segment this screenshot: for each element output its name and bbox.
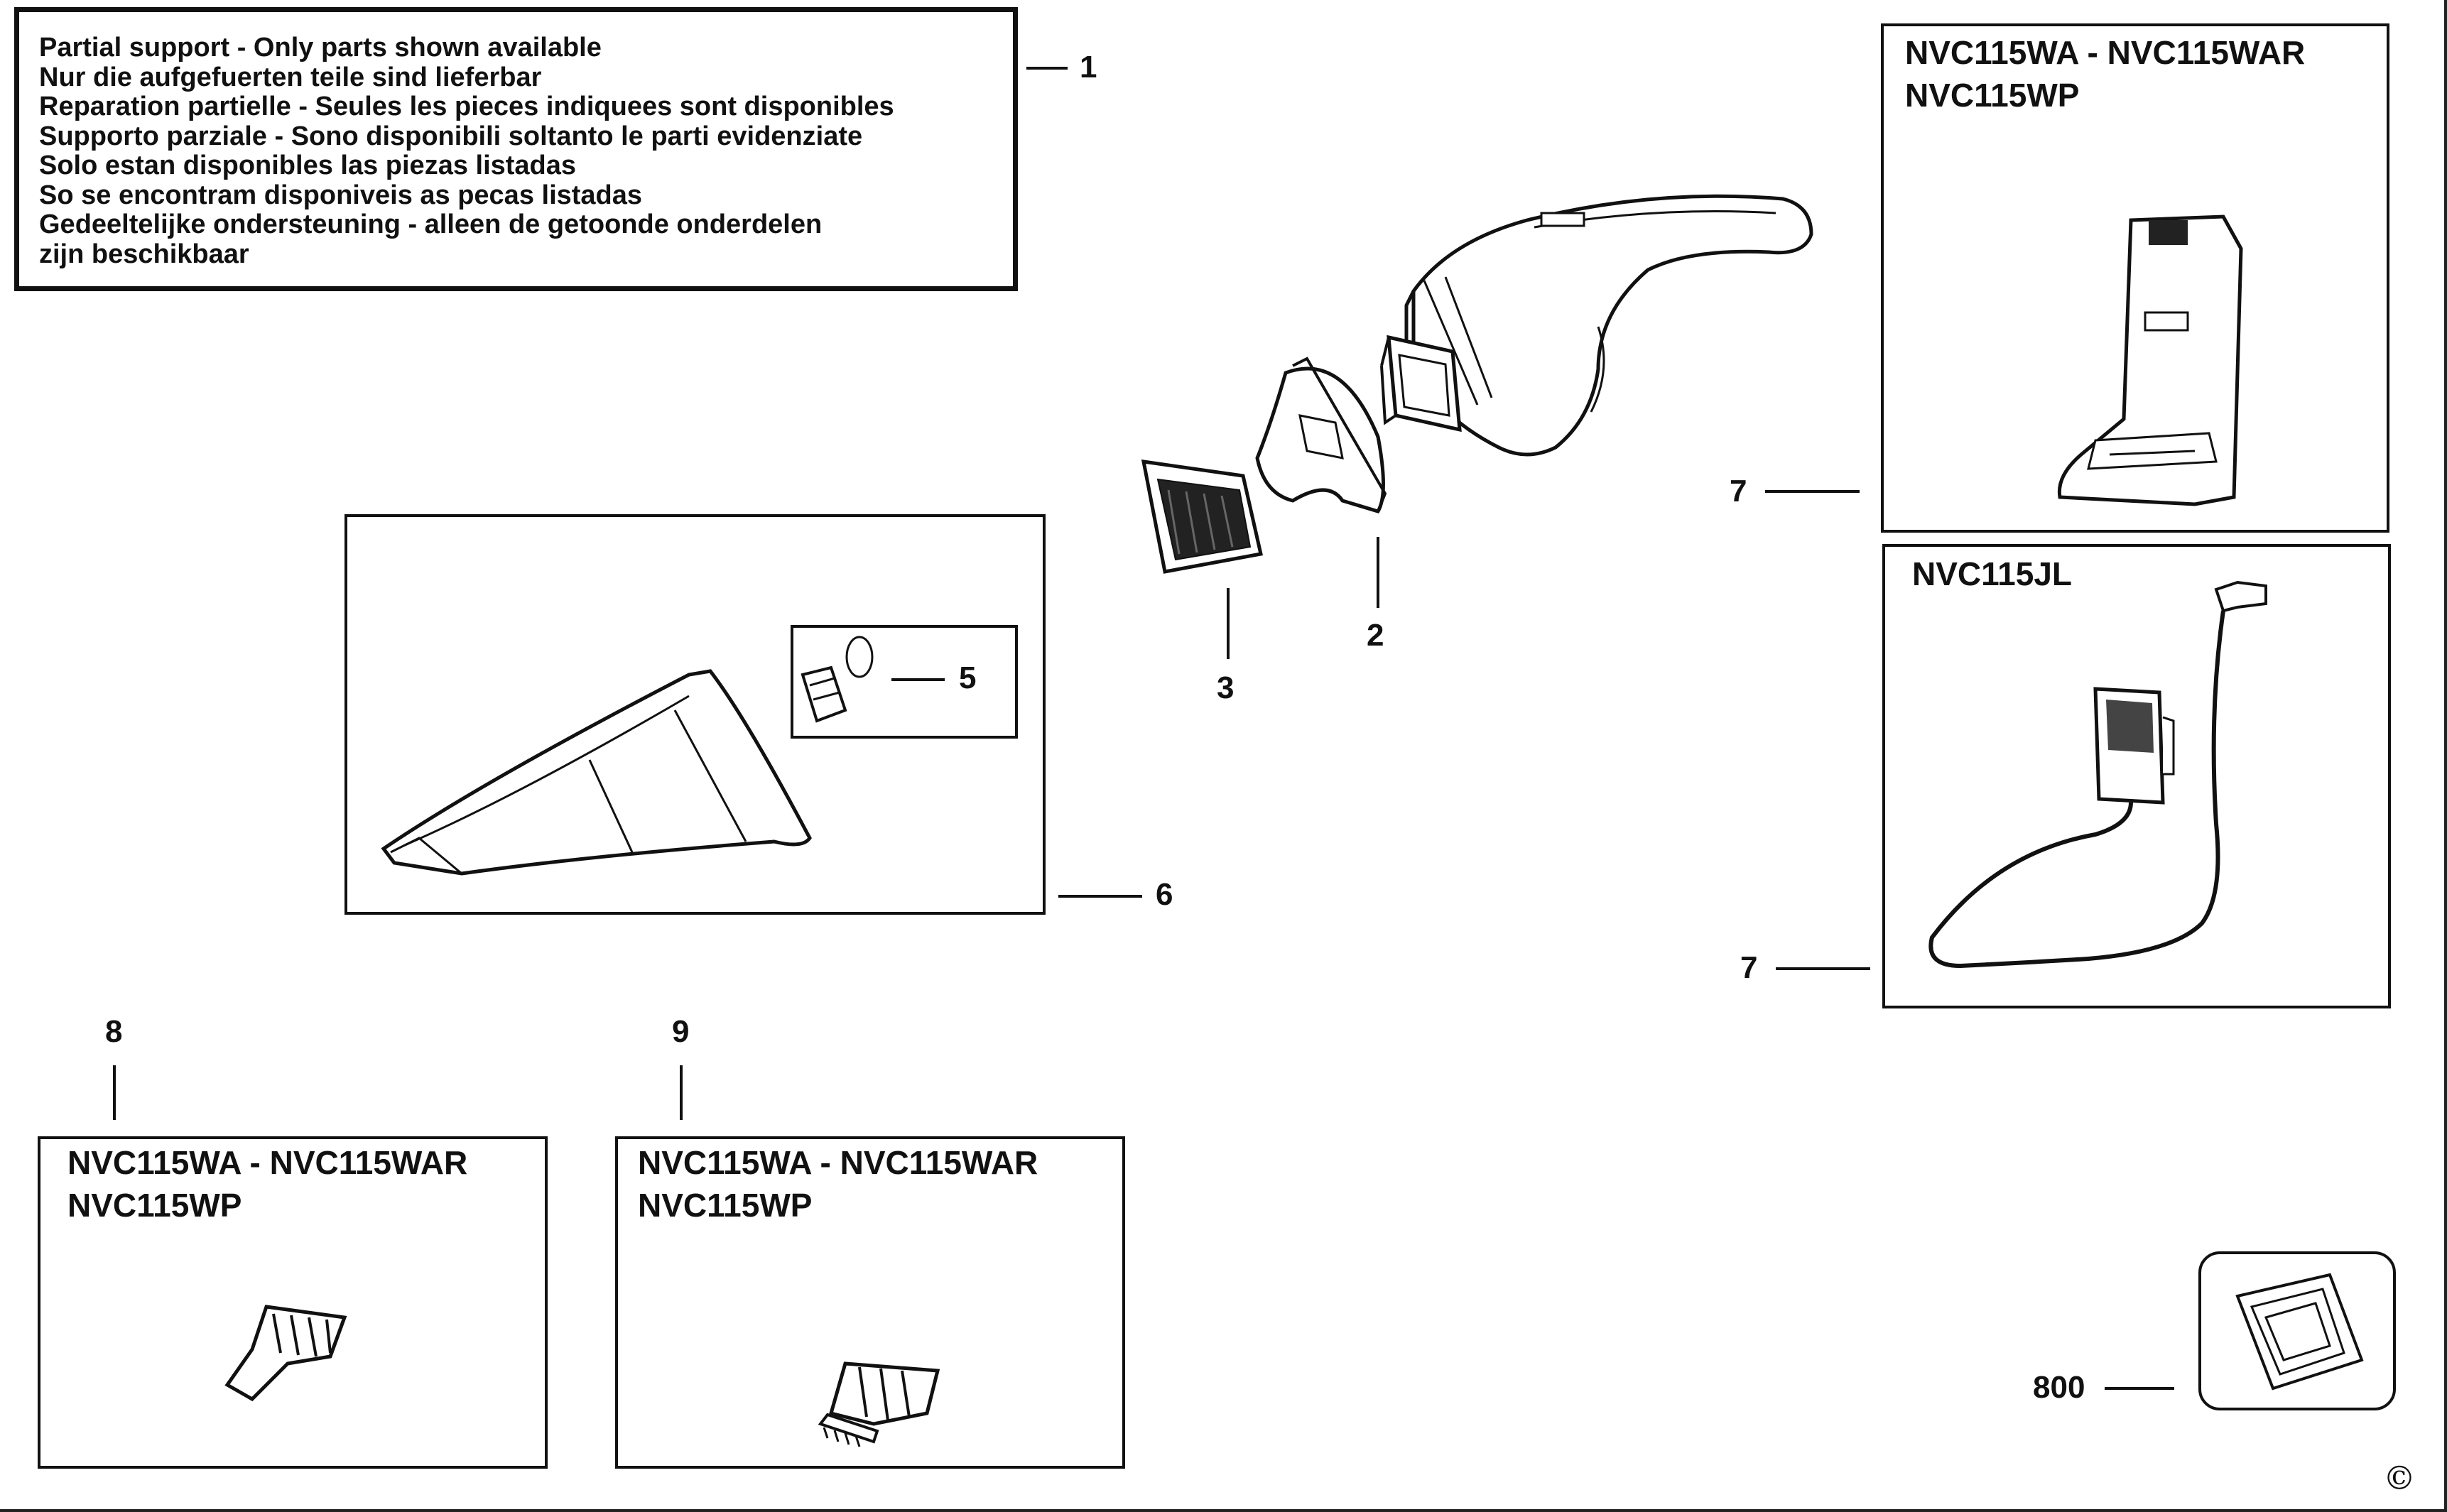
motor-nozzle-illustration bbox=[1380, 335, 1462, 433]
model-label: NVC115WA - NVC115WAR bbox=[1905, 34, 2306, 71]
leader-line bbox=[891, 678, 945, 681]
model-label: NVC115WP bbox=[638, 1187, 813, 1224]
charging-base-illustration bbox=[2057, 214, 2243, 506]
model-label: NVC115WP bbox=[1905, 77, 2080, 114]
charger-adapter-illustration bbox=[1928, 580, 2267, 969]
brush-tool-illustration bbox=[818, 1361, 940, 1447]
callout-7: 7 bbox=[1730, 474, 1747, 508]
vacuum-body-illustration bbox=[1404, 194, 1813, 457]
notice-line: Partial support - Only parts shown avail… bbox=[39, 33, 602, 62]
callout-800: 800 bbox=[2033, 1370, 2085, 1405]
notice-line: So se encontram disponiveis as pecas lis… bbox=[39, 180, 643, 210]
leader-line bbox=[1776, 967, 1870, 970]
notice-lines: Partial support - Only parts shown avail… bbox=[39, 33, 894, 269]
filter-illustration bbox=[1141, 459, 1264, 574]
model-label: NVC115WA - NVC115WAR bbox=[67, 1144, 468, 1181]
notice-line: Gedeeltelijke ondersteuning - alleen de … bbox=[39, 210, 823, 239]
leader-line bbox=[680, 1065, 683, 1120]
callout-8: 8 bbox=[105, 1014, 123, 1049]
leader-line bbox=[113, 1065, 116, 1120]
crevice-tool-box bbox=[38, 1136, 548, 1469]
leader-line bbox=[1377, 537, 1379, 608]
dust-bowl-illustration bbox=[381, 669, 812, 876]
model-label: NVC115WA - NVC115WAR bbox=[638, 1144, 1038, 1181]
filter-bowl-illustration bbox=[1255, 357, 1387, 513]
notice-line: Supporto parziale - Sono disponibili sol… bbox=[39, 121, 863, 151]
callout-9: 9 bbox=[672, 1014, 690, 1049]
notice-line: Solo estan disponibles las piezas listad… bbox=[39, 151, 577, 180]
notice-line: Nur die aufgefuerten teile sind lieferba… bbox=[39, 62, 542, 92]
notice-line: Reparation partielle - Seules les pieces… bbox=[39, 92, 894, 121]
parts-pack-illustration bbox=[2235, 1273, 2364, 1391]
notice-box: Partial support - Only parts shown avail… bbox=[14, 7, 1018, 291]
callout-6: 6 bbox=[1156, 877, 1173, 912]
callout-7: 7 bbox=[1740, 950, 1758, 985]
model-label: NVC115JL bbox=[1912, 555, 2073, 592]
callout-5: 5 bbox=[959, 660, 977, 695]
model-label: NVC115WP bbox=[67, 1187, 242, 1224]
leader-line bbox=[1058, 895, 1142, 898]
crevice-tool-illustration bbox=[224, 1305, 347, 1402]
notice-line: zijn beschikbaar bbox=[39, 239, 249, 269]
leader-line bbox=[2105, 1387, 2174, 1390]
leader-line bbox=[1765, 490, 1860, 493]
callout-1: 1 bbox=[1080, 50, 1097, 85]
leader-line bbox=[1227, 588, 1230, 659]
flap-illustration bbox=[801, 636, 874, 723]
leader-line bbox=[1026, 67, 1068, 70]
callout-2: 2 bbox=[1367, 618, 1384, 653]
callout-3: 3 bbox=[1217, 670, 1235, 705]
copyright-mark: © bbox=[2383, 1459, 2416, 1497]
